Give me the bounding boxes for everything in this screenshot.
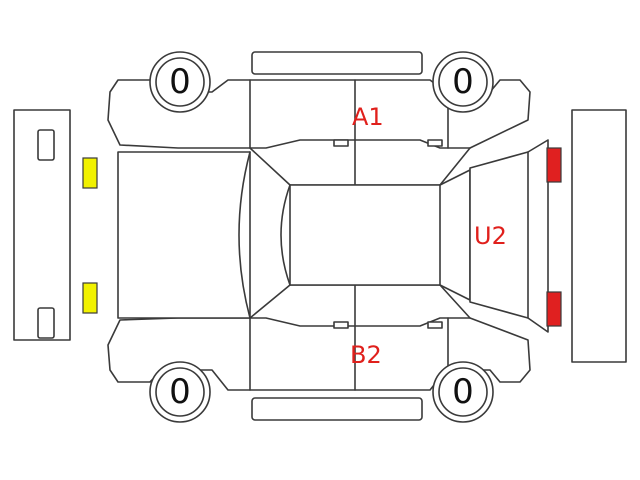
damage-mark-rear: U2 xyxy=(474,222,507,250)
tire-rear-right: 0 xyxy=(432,361,494,423)
tire-front-left: 0 xyxy=(149,51,211,113)
damage-mark-lower: B2 xyxy=(350,341,382,369)
rear-bumper xyxy=(571,109,627,363)
tire-rear-left: 0 xyxy=(149,361,211,423)
tire-tread-front-right: 0 xyxy=(452,62,474,102)
tire-front-right: 0 xyxy=(432,51,494,113)
tire-tread-rear-left: 0 xyxy=(169,372,191,412)
front-light-upper xyxy=(82,157,98,189)
roof-panel xyxy=(117,139,549,333)
rear-light-lower xyxy=(546,291,562,327)
tire-tread-rear-right: 0 xyxy=(452,372,474,412)
rear-light-upper xyxy=(546,147,562,183)
front-bumper xyxy=(13,109,71,341)
front-light-lower xyxy=(82,282,98,314)
damage-mark-upper: A1 xyxy=(352,103,384,131)
tire-tread-front-left: 0 xyxy=(169,62,191,102)
